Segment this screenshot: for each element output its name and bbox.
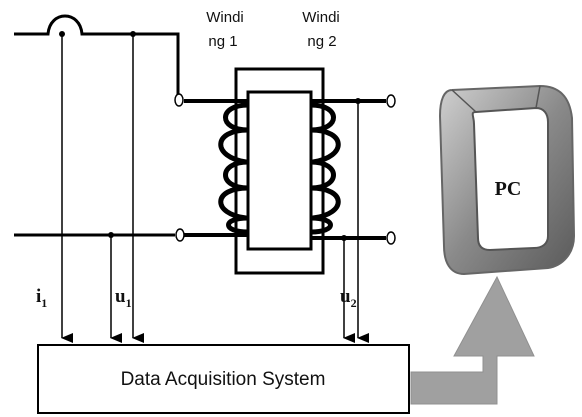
winding-1-coil [218, 102, 249, 235]
terminal-primary-bottom [175, 228, 185, 242]
winding1-label-line1: Windi [206, 9, 244, 26]
terminal-secondary-bottom [386, 231, 396, 245]
winding1-label-line2: ng 1 [208, 33, 237, 50]
das-label: Data Acquisition System [121, 369, 326, 390]
pc-monitor [438, 84, 576, 276]
terminal-primary-top [174, 93, 184, 107]
pc-label: PC [495, 178, 522, 200]
data-flow-arrow [410, 275, 535, 405]
terminal-secondary-top [386, 94, 396, 108]
u2-label: u2 [340, 286, 357, 310]
measurement-leads [61, 34, 369, 343]
junction-dots [59, 31, 361, 241]
winding2-label-line1: Windi [302, 9, 340, 26]
top-primary-wire [14, 14, 180, 96]
transformer-core-outer [234, 67, 325, 275]
transformer-core-inner [246, 90, 313, 251]
u1-label: u1 [115, 286, 132, 310]
winding-2-coil [310, 102, 341, 235]
winding2-label-line2: ng 2 [307, 33, 336, 50]
data-acquisition-box [37, 344, 410, 414]
i1-label: i1 [36, 286, 47, 310]
